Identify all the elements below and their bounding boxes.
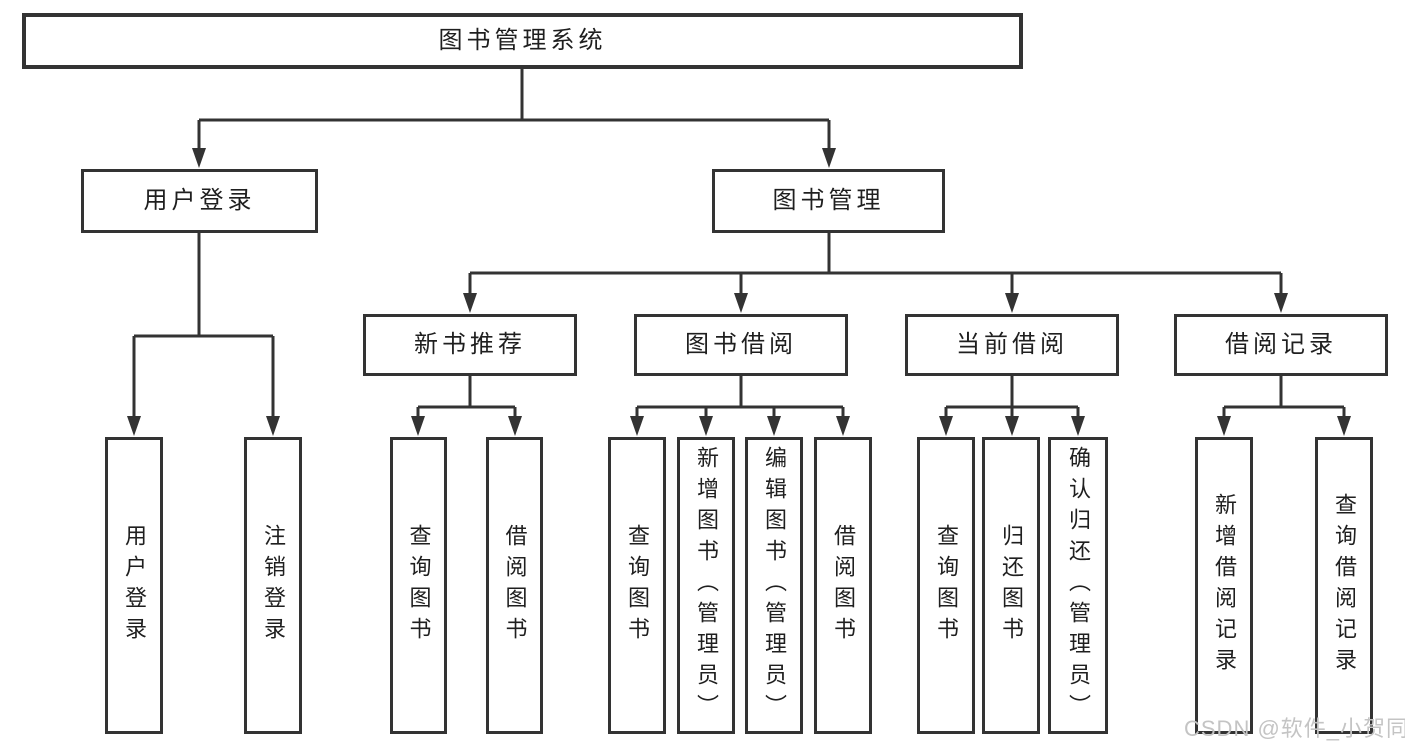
leaf-record-add: 新增借阅记录 [1195, 437, 1253, 734]
leaf-borrow-add-admin: 新增图书（管理员） [677, 437, 735, 734]
node-current-borrowing: 当前借阅 [905, 314, 1119, 376]
node-user-login-label: 用户登录 [143, 187, 256, 214]
leaf-record-add-label: 新增借阅记录 [1212, 492, 1237, 679]
node-borrowing-records-label: 借阅记录 [1225, 331, 1337, 358]
node-book-management: 图书管理 [712, 169, 945, 233]
leaf-record-query-label: 查询借阅记录 [1332, 492, 1357, 679]
node-book-borrowing-label: 图书借阅 [685, 331, 797, 358]
leaf-borrow-borrow: 借阅图书 [814, 437, 872, 734]
leaf-logout: 注销登录 [244, 437, 302, 734]
node-book-management-label: 图书管理 [772, 187, 885, 214]
leaf-user-login: 用户登录 [105, 437, 163, 734]
node-user-login: 用户登录 [81, 169, 318, 233]
node-new-book-recommend-label: 新书推荐 [414, 331, 526, 358]
leaf-logout-label: 注销登录 [261, 523, 286, 648]
leaf-current-confirm-admin: 确认归还（管理员） [1048, 437, 1108, 734]
leaf-borrow-query: 查询图书 [608, 437, 666, 734]
node-book-borrowing: 图书借阅 [634, 314, 848, 376]
leaf-current-query: 查询图书 [917, 437, 975, 734]
leaf-newbook-query: 查询图书 [390, 437, 447, 734]
node-borrowing-records: 借阅记录 [1174, 314, 1388, 376]
node-root-label: 图书管理系统 [438, 27, 607, 54]
leaf-record-query: 查询借阅记录 [1315, 437, 1373, 734]
node-root: 图书管理系统 [22, 13, 1023, 69]
leaf-current-return-label: 归还图书 [999, 523, 1024, 648]
node-current-borrowing-label: 当前借阅 [956, 331, 1068, 358]
leaf-borrow-add-admin-label: 新增图书（管理员） [694, 446, 719, 725]
leaf-current-return: 归还图书 [982, 437, 1040, 734]
leaf-newbook-borrow: 借阅图书 [486, 437, 543, 734]
leaf-newbook-borrow-label: 借阅图书 [502, 523, 528, 648]
leaf-newbook-query-label: 查询图书 [406, 523, 432, 648]
leaf-borrow-edit-admin-label: 编辑图书（管理员） [762, 446, 787, 725]
leaf-borrow-edit-admin: 编辑图书（管理员） [745, 437, 803, 734]
leaf-current-query-label: 查询图书 [934, 523, 959, 648]
leaf-user-login-label: 用户登录 [122, 523, 147, 648]
leaf-borrow-borrow-label: 借阅图书 [831, 523, 856, 648]
node-new-book-recommend: 新书推荐 [363, 314, 577, 376]
csdn-watermark: CSDN @软件_小贺同学 [1184, 716, 1405, 741]
leaf-current-confirm-admin-label: 确认归还（管理员） [1066, 446, 1091, 725]
leaf-borrow-query-label: 查询图书 [625, 523, 650, 648]
